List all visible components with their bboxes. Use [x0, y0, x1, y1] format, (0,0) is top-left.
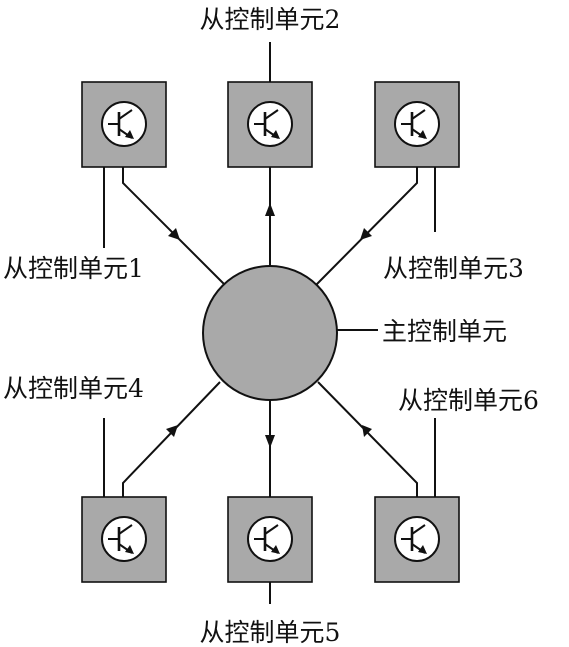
label-master: 主控制单元	[382, 317, 507, 346]
transistor-icon	[100, 515, 148, 563]
transistor-icon	[246, 100, 294, 148]
transistor-icon	[100, 100, 148, 148]
link-slave-6	[317, 381, 418, 497]
label-slave-1: 从控制单元1	[3, 254, 144, 283]
slave-unit-2	[227, 81, 313, 168]
arrow-slave-3	[360, 228, 372, 240]
master-unit-circle	[202, 265, 338, 401]
slave-unit-5	[227, 496, 313, 583]
arrow-slave-1	[168, 228, 180, 240]
arrow-slave-6	[362, 425, 372, 437]
label-slave-2: 从控制单元2	[200, 5, 341, 34]
arrow-slave-5	[265, 435, 275, 448]
label-slave-4: 从控制单元4	[3, 374, 144, 403]
transistor-icon	[393, 100, 441, 148]
transistor-icon	[246, 515, 294, 563]
arrow-slave-2	[265, 203, 275, 216]
label-slave-5: 从控制单元5	[200, 618, 341, 647]
slave-unit-4	[81, 496, 167, 583]
slave-unit-3	[374, 81, 460, 168]
label-slave-3: 从控制单元3	[383, 254, 524, 283]
transistor-icon	[393, 515, 441, 563]
label-slave-6: 从控制单元6	[398, 386, 539, 415]
link-slave-1	[122, 167, 226, 286]
slave-unit-6	[374, 496, 460, 583]
arrow-slave-4	[166, 425, 178, 437]
slave-unit-1	[81, 81, 167, 168]
link-slave-3	[315, 167, 418, 286]
link-slave-4	[122, 381, 221, 497]
